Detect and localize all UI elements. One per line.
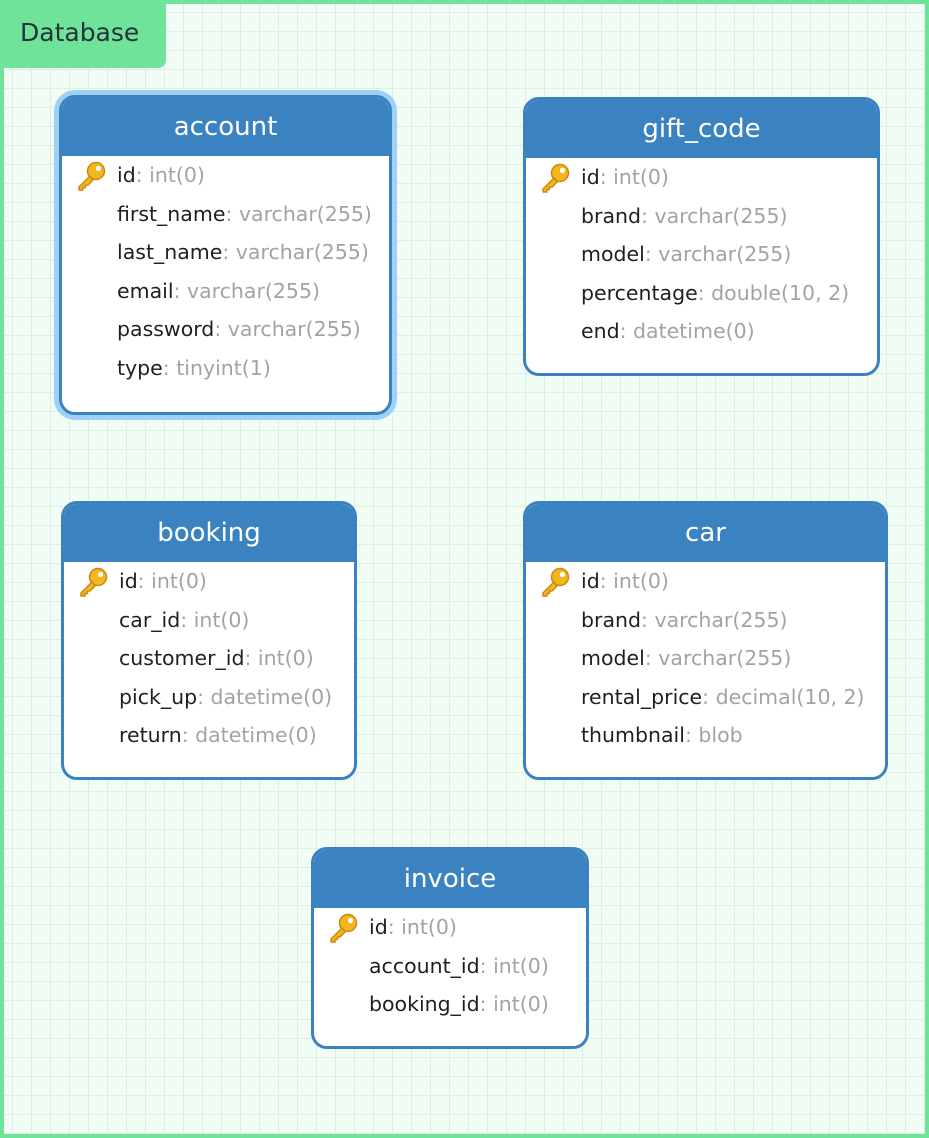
field-row[interactable]: end: datetime(0) xyxy=(526,312,877,351)
field-name: model xyxy=(581,242,645,266)
field-row[interactable]: id: int(0) xyxy=(64,562,354,601)
field-name: customer_id xyxy=(119,646,245,670)
field-name: return xyxy=(119,723,182,747)
field-name: id xyxy=(581,569,600,593)
field-name: id xyxy=(119,569,138,593)
field-name: email xyxy=(117,278,174,303)
field-name: percentage xyxy=(581,280,698,305)
field-row[interactable]: type: tinyint(1) xyxy=(62,349,389,388)
field-type: : varchar(255) xyxy=(222,240,369,264)
key-icon xyxy=(77,566,109,598)
field-name: end xyxy=(581,319,620,343)
field-type: : int(0) xyxy=(244,646,314,670)
field-row[interactable]: rental_price: decimal(10, 2) xyxy=(526,678,885,717)
key-icon xyxy=(539,162,571,194)
field-name: car_id xyxy=(119,607,181,632)
field-type: : datetime(0) xyxy=(197,684,333,709)
key-icon xyxy=(539,566,571,598)
field-row[interactable]: model: varchar(255) xyxy=(526,235,877,274)
field-row[interactable]: id: int(0) xyxy=(526,158,877,197)
field-row[interactable]: model: varchar(255) xyxy=(526,639,885,678)
field-row[interactable]: booking_id: int(0) xyxy=(314,985,586,1024)
field-type: : varchar(255) xyxy=(225,201,372,226)
field-name: last_name xyxy=(117,240,223,264)
field-type: : int(0) xyxy=(599,569,669,593)
field-type: : datetime(0) xyxy=(181,723,317,747)
field-type: : int(0) xyxy=(180,607,250,632)
field-row[interactable]: password: varchar(255) xyxy=(62,310,389,349)
field-row[interactable]: return: datetime(0) xyxy=(64,716,354,755)
table-booking[interactable]: booking id: int(0)car_id: int(0)customer… xyxy=(61,501,357,780)
table-account-header[interactable]: account xyxy=(62,98,389,156)
table-booking-header[interactable]: booking xyxy=(64,504,354,562)
field-type: : varchar(255) xyxy=(641,203,788,228)
field-name: brand xyxy=(581,203,642,228)
field-type: : varchar(255) xyxy=(644,646,792,670)
field-type: : tinyint(1) xyxy=(162,355,271,380)
key-icon xyxy=(327,912,359,944)
table-gift-code-header[interactable]: gift_code xyxy=(526,100,877,158)
field-type: : int(0) xyxy=(479,992,549,1016)
field-name: id xyxy=(117,163,136,187)
field-name: model xyxy=(581,646,645,670)
field-type: : varchar(255) xyxy=(641,607,788,632)
field-name: id xyxy=(369,915,388,939)
database-label-text: Database xyxy=(20,18,140,47)
field-type: : varchar(255) xyxy=(644,242,792,266)
field-type: : varchar(255) xyxy=(173,278,321,303)
field-row[interactable]: brand: varchar(255) xyxy=(526,601,885,640)
field-name: booking_id xyxy=(369,992,480,1016)
field-name: type xyxy=(117,355,163,380)
table-account[interactable]: account id: int(0)first_name: varchar(25… xyxy=(59,95,392,415)
field-row[interactable]: customer_id: int(0) xyxy=(64,639,354,678)
field-type: : decimal(10, 2) xyxy=(702,684,865,709)
field-type: : blob xyxy=(684,723,743,747)
field-name: pick_up xyxy=(119,684,198,709)
field-row[interactable]: id: int(0) xyxy=(526,562,885,601)
field-type: : double(10, 2) xyxy=(697,280,850,305)
field-row[interactable]: thumbnail: blob xyxy=(526,716,885,755)
field-name: password xyxy=(117,317,215,341)
field-type: : int(0) xyxy=(479,953,549,978)
field-type: : int(0) xyxy=(135,163,205,187)
table-invoice[interactable]: invoice id: int(0)account_id: int(0)book… xyxy=(311,847,589,1049)
field-row[interactable]: car_id: int(0) xyxy=(64,601,354,640)
field-name: brand xyxy=(581,607,642,632)
field-type: : datetime(0) xyxy=(619,319,755,343)
field-type: : varchar(255) xyxy=(214,317,361,341)
field-type: : int(0) xyxy=(599,165,669,189)
field-row[interactable]: id: int(0) xyxy=(314,908,586,947)
table-car[interactable]: car id: int(0)brand: varchar(255)model: … xyxy=(523,501,888,780)
field-row[interactable]: brand: varchar(255) xyxy=(526,197,877,236)
database-container-label[interactable]: Database xyxy=(4,4,166,68)
field-type: : int(0) xyxy=(137,569,207,593)
table-car-header[interactable]: car xyxy=(526,504,885,562)
field-name: rental_price xyxy=(581,684,703,709)
field-row[interactable]: percentage: double(10, 2) xyxy=(526,274,877,313)
field-row[interactable]: account_id: int(0) xyxy=(314,947,586,986)
field-name: account_id xyxy=(369,953,480,978)
table-gift-code[interactable]: gift_code id: int(0)brand: varchar(255)m… xyxy=(523,97,880,376)
field-name: thumbnail xyxy=(581,723,685,747)
field-row[interactable]: id: int(0) xyxy=(62,156,389,195)
table-invoice-header[interactable]: invoice xyxy=(314,850,586,908)
field-name: id xyxy=(581,165,600,189)
field-name: first_name xyxy=(117,201,226,226)
field-type: : int(0) xyxy=(387,915,457,939)
field-row[interactable]: email: varchar(255) xyxy=(62,272,389,311)
field-row[interactable]: last_name: varchar(255) xyxy=(62,233,389,272)
field-row[interactable]: pick_up: datetime(0) xyxy=(64,678,354,717)
key-icon xyxy=(75,160,107,192)
field-row[interactable]: first_name: varchar(255) xyxy=(62,195,389,234)
